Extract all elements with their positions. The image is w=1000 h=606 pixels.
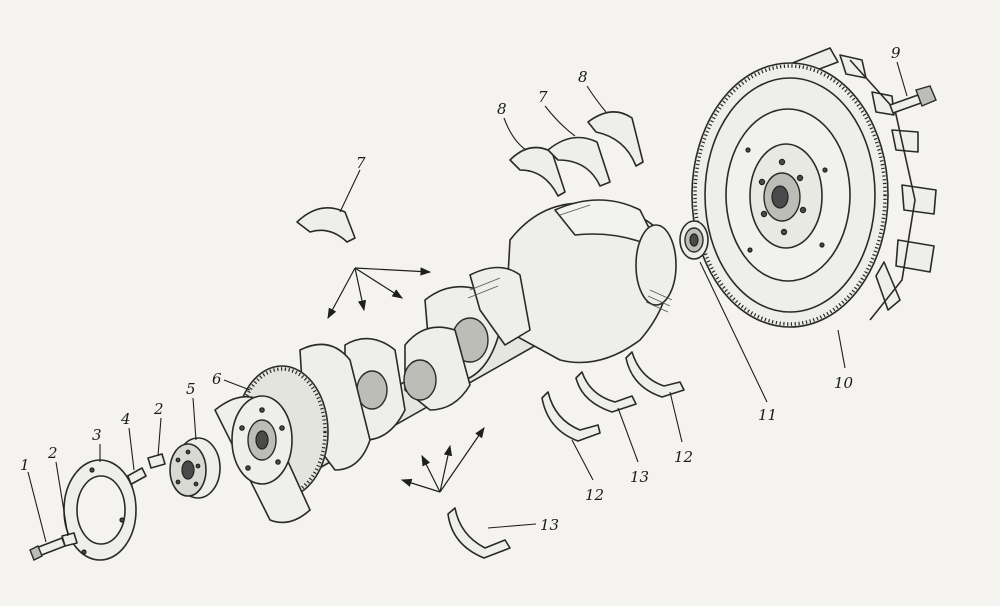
callout-5: 5: [186, 380, 196, 398]
flywheel-bolt: [889, 85, 937, 114]
bearing-shell-8-left: [509, 146, 566, 197]
crankshaft: [299, 199, 677, 471]
bearing-shell-12-left: [541, 391, 601, 442]
flywheel-housing-lugs: [774, 47, 937, 321]
bearing-shell-7-right: [547, 136, 611, 187]
pilot-bearing: [679, 220, 709, 260]
callout-11: 11: [758, 406, 777, 424]
flywheel-bolt-holes: [745, 147, 828, 253]
callout-12-left: 12: [585, 486, 604, 504]
timing-gear: [169, 437, 221, 499]
crankshaft-gear-hub: [214, 365, 329, 524]
bearing-shell-12-right: [625, 351, 685, 398]
ring-gear-teeth: [693, 64, 887, 326]
callout-labels: 1 2 3 4 2 5 6 7 8 7 8 9 10 11 12 13 12 1…: [20, 44, 901, 534]
callout-13-mid: 13: [630, 468, 649, 486]
bearing-shell-13-mid: [575, 371, 637, 413]
bearing-shell-8-right: [587, 111, 644, 167]
bearing-shell-13-bottom: [447, 507, 511, 559]
callout-2-lower: 2: [47, 444, 58, 462]
callout-13-bottom: 13: [540, 516, 559, 534]
callout-2-upper: 2: [153, 400, 164, 418]
callout-8-right: 8: [578, 68, 588, 86]
assembly-arrows-lower: [400, 427, 485, 493]
callout-7-right: 7: [538, 88, 548, 106]
callout-1: 1: [20, 456, 30, 474]
thrust-plate: [63, 459, 137, 561]
bearing-shell-7-left: [296, 206, 356, 243]
callout-3: 3: [92, 426, 102, 444]
lock-washer-lower: [61, 532, 78, 547]
lock-washer-upper: [147, 453, 166, 469]
callout-7-left: 7: [356, 154, 366, 172]
flywheel: [691, 47, 937, 328]
callout-4: 4: [120, 410, 131, 428]
plate-bolt: [29, 537, 66, 561]
callout-8-left: 8: [497, 100, 507, 118]
callout-12-right: 12: [674, 448, 693, 466]
callout-6: 6: [212, 370, 222, 388]
assembly-arrows-upper: [327, 267, 432, 320]
callout-9: 9: [891, 44, 901, 62]
leader-lines: [27, 61, 908, 543]
callout-10: 10: [834, 374, 854, 392]
